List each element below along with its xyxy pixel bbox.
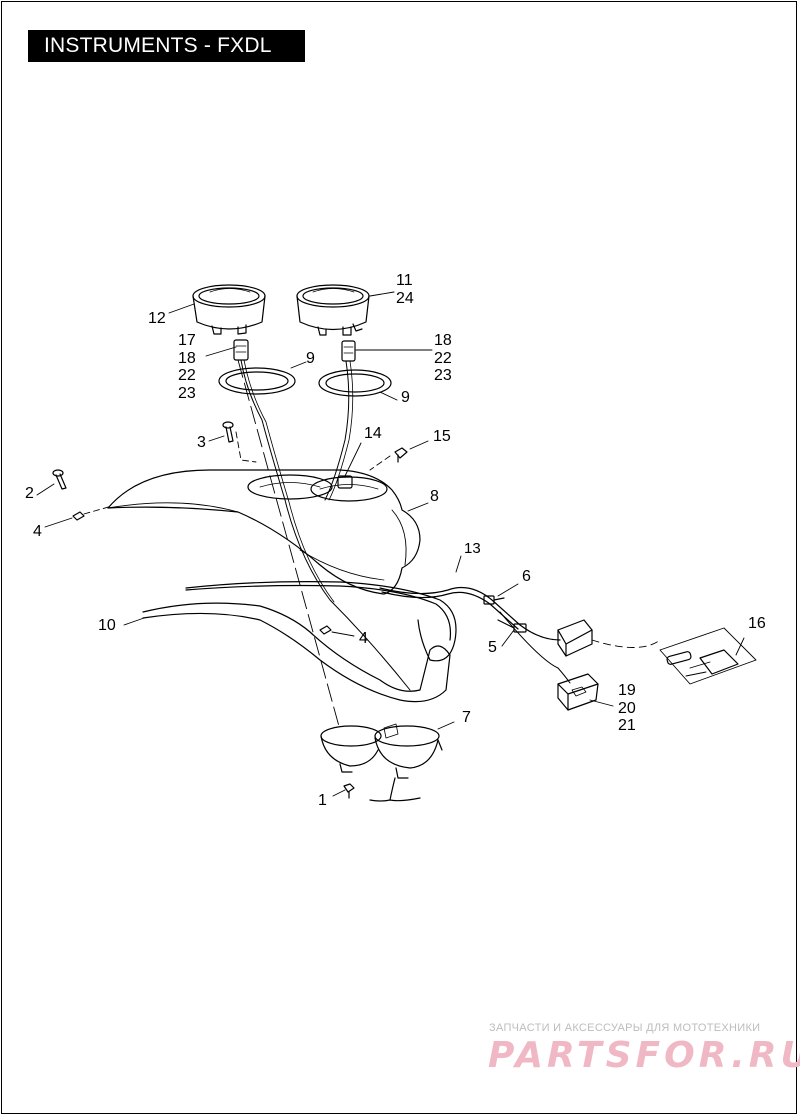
callout-5: 5 xyxy=(488,639,497,656)
callout-20: 20 xyxy=(618,699,636,717)
callout-18-right: 18 xyxy=(434,332,452,349)
callout-14: 14 xyxy=(364,425,382,442)
callout-9-right: 9 xyxy=(401,389,410,406)
callout-21: 21 xyxy=(618,717,636,734)
nut-4-lower xyxy=(319,625,332,635)
callout-18: 18 xyxy=(178,349,196,367)
callout-23-right: 23 xyxy=(434,367,452,384)
screw-3 xyxy=(222,421,234,443)
callout-19: 19 xyxy=(618,682,636,699)
connector-6 xyxy=(483,595,505,605)
callout-12: 12 xyxy=(148,310,166,327)
callout-2: 2 xyxy=(25,485,34,502)
screw-1 xyxy=(343,783,355,799)
callout-8: 8 xyxy=(430,488,439,505)
gauge-connector-left xyxy=(233,339,411,691)
callout-stack-17: 17 18 22 23 xyxy=(178,332,196,402)
harness-sleeve xyxy=(142,602,451,703)
instrument-console xyxy=(107,469,421,595)
gauge-gasket-right xyxy=(318,369,392,397)
screw-15 xyxy=(394,447,408,463)
callout-3: 3 xyxy=(197,434,206,451)
callout-23: 23 xyxy=(178,384,196,402)
callout-16: 16 xyxy=(748,615,766,632)
callout-6: 6 xyxy=(522,568,531,585)
callout-9-left: 9 xyxy=(306,350,315,367)
gauge-gasket-left xyxy=(218,367,296,395)
callout-4-left: 4 xyxy=(33,523,42,540)
callout-13: 13 xyxy=(464,540,481,557)
watermark-tagline: ЗАПЧАСТИ И АКСЕССУАРЫ ДЛЯ МОТОТЕХНИКИ xyxy=(489,1022,761,1034)
callout-22: 22 xyxy=(178,367,196,384)
nut-4-left xyxy=(72,511,85,521)
callout-24: 24 xyxy=(396,289,414,307)
main-connector xyxy=(557,673,599,711)
callout-22-right: 22 xyxy=(434,349,452,367)
wire-harness xyxy=(185,581,571,684)
gauge-lower-housing xyxy=(320,723,443,779)
callout-10: 10 xyxy=(98,617,116,634)
tachometer-gauge xyxy=(296,284,370,336)
callout-1: 1 xyxy=(318,792,327,809)
callout-leaders xyxy=(36,291,745,797)
callout-15: 15 xyxy=(433,428,451,445)
callout-stack-19: 19 20 21 xyxy=(618,682,636,735)
callout-11: 11 xyxy=(396,272,413,289)
indicator-module xyxy=(557,619,593,657)
callout-4-lower: 4 xyxy=(359,630,368,647)
page-title: INSTRUMENTS - FXDL xyxy=(28,30,305,62)
watermark-logo: PARTSFOR.RU xyxy=(488,1035,800,1076)
bulb-socket-kit xyxy=(659,627,757,685)
callout-7: 7 xyxy=(462,709,471,726)
callout-stack-11: 11 24 xyxy=(396,272,414,307)
callout-17: 17 xyxy=(178,332,196,349)
screw-2 xyxy=(52,469,67,490)
speedometer-gauge xyxy=(192,284,266,335)
sensor-5 xyxy=(497,619,527,633)
callout-stack-18: 18 22 23 xyxy=(434,332,452,385)
